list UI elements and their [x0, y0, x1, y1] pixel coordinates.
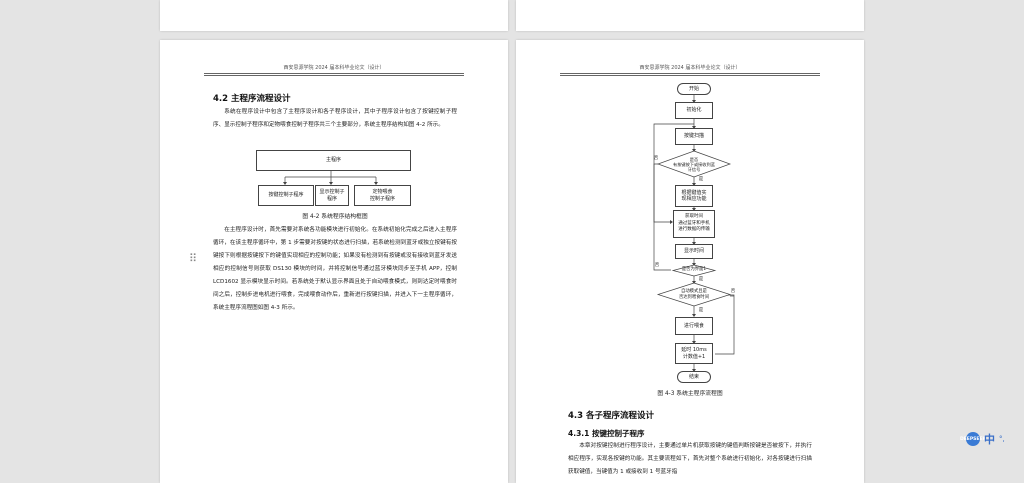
flow-process: 延时 10ms 计数值+1	[675, 343, 713, 364]
flow-decision-label: 是否 有按键按下或接收到蓝 牙信号	[673, 156, 715, 172]
flow-process: 初始化	[675, 102, 713, 119]
ime-indicator[interactable]: DEEPSEEK 中 °,	[960, 432, 1005, 446]
structure-child-box: 显示控制子 程序	[315, 185, 349, 206]
figure-caption: 图 4-2 系统程序结构框图	[302, 214, 368, 220]
header-rule	[204, 75, 464, 76]
flow-process: 根据键值实 现相应功能	[675, 185, 713, 207]
paragraph: 本章对按键控制进行程序设计，主要通过单片机获取按键的键值判断按键是否被按下，并执…	[568, 440, 812, 479]
flow-end: 结束	[677, 371, 711, 383]
flow-branch-label: 是	[698, 177, 704, 182]
structure-child-box: 定物喂食 控制子程序	[354, 185, 411, 206]
subsection-title: 4.3.1 按键控制子程序	[568, 429, 645, 438]
structure-root-box: 主程序	[256, 150, 411, 171]
paragraph: 系统在程序设计中包含了主程序设计和各子程序设计，其中子程序设计包含了按键控制子程…	[213, 106, 457, 132]
flow-branch-label: 否	[654, 263, 660, 268]
flow-decision-label: 是否为界面1	[681, 267, 707, 273]
flow-branch-label: 是	[698, 277, 704, 282]
header-rule	[560, 73, 820, 74]
figure-caption: 图 4-3 系统主程序流程图	[657, 391, 723, 397]
flow-decision-shapes	[656, 150, 732, 307]
flow-process: 显示时间	[675, 244, 713, 259]
ime-logo-icon[interactable]: DEEPSEEK	[960, 432, 986, 446]
document-page-right: 西安思源学院 2024 届本科毕业论文（设计）	[516, 40, 864, 483]
paragraph-text: 在主程序设计时，首先需要对系统各功能模块进行初始化。在系统初始化完成之后进入主程…	[213, 227, 457, 311]
previous-page-left	[160, 0, 508, 31]
header-rule	[204, 73, 464, 74]
paragraph-text: 系统在程序设计中包含了主程序设计和各子程序设计，其中子程序设计包含了按键控制子程…	[213, 109, 457, 128]
structure-diagram-lines	[283, 171, 378, 185]
flow-branch-label: 否	[730, 289, 736, 294]
paragraph: 在主程序设计时，首先需要对系统各功能模块进行初始化。在系统初始化完成之后进入主程…	[213, 224, 457, 315]
block-drag-handle[interactable]: ⠿	[189, 252, 198, 265]
flow-branch-label: 是	[698, 308, 704, 313]
section-title: 4.3 各子程序流程设计	[568, 411, 655, 421]
page-header: 西安思源学院 2024 届本科毕业论文（设计）	[639, 65, 741, 71]
flow-branch-label: 否	[653, 156, 659, 161]
ime-punctuation-toggle[interactable]: °,	[999, 435, 1005, 443]
previous-page-right	[516, 0, 864, 31]
flow-decision-label: 自动模式且是 否达到喂食时间	[678, 289, 710, 300]
page-header: 西安思源学院 2024 届本科毕业论文（设计）	[283, 65, 385, 71]
flow-start: 开始	[677, 83, 711, 95]
flow-process: 进行喂食	[675, 317, 713, 335]
flow-process: 按键扫描	[675, 128, 713, 145]
header-rule	[560, 75, 820, 76]
document-page-left: 西安思源学院 2024 届本科毕业论文（设计） 4.2 主程序流程设计 系统在程…	[160, 40, 508, 483]
structure-child-box: 按键控制子程序	[258, 185, 314, 206]
flowchart-lines	[653, 95, 735, 372]
ime-language-toggle[interactable]: 中	[984, 433, 995, 446]
paragraph-text: 本章对按键控制进行程序设计，主要通过单片机获取按键的键值判断按键是否被按下，并执…	[568, 443, 812, 475]
section-title: 4.2 主程序流程设计	[213, 94, 291, 104]
flow-process: 获取时间 通过蓝牙和手机 进行数据的传输	[673, 210, 715, 238]
